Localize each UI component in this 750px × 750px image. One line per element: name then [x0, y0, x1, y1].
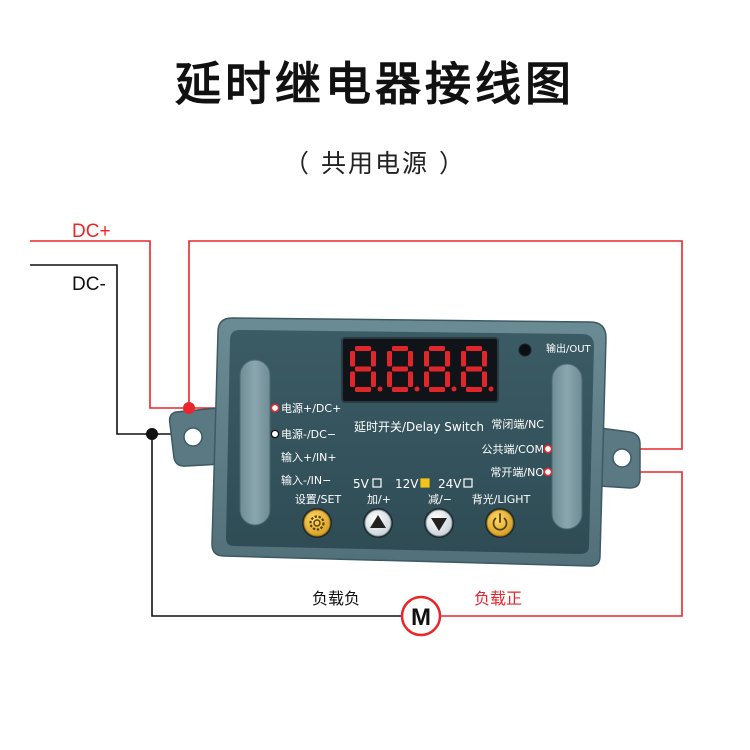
terminal-label-no: 常开端/NO	[490, 466, 544, 479]
voltage-24v-label: 24V	[438, 477, 462, 491]
down-button-label: 减/−	[428, 493, 452, 506]
led-segment	[371, 351, 376, 367]
relay-module: 输出/OUT 延时开关/Delay Switch 电源+/DC+ 电源-/DC−…	[168, 317, 641, 567]
load-positive-label: 负载正	[474, 589, 522, 608]
load-negative-wire	[151, 434, 402, 617]
led-segment	[445, 351, 450, 367]
voltage-selector: 5V 12V 24V	[353, 477, 473, 491]
led-digit	[350, 346, 383, 392]
led-segment	[461, 371, 466, 387]
right-terminals: 常闭端/NC 公共端/COM 常开端/NO	[481, 418, 553, 479]
voltage-5v-label: 5V	[353, 477, 370, 491]
diagram-subtitle: （ 共用电源 ）	[284, 149, 466, 178]
led-segment	[371, 371, 376, 387]
led-segment	[392, 346, 408, 351]
led-segment	[392, 366, 408, 372]
left-terminal-strip	[239, 359, 271, 526]
led-decimal-point	[414, 386, 420, 392]
led-segment	[355, 387, 371, 392]
led-segment	[461, 351, 466, 367]
positive-junction-dot	[183, 402, 195, 414]
left-mount-hole	[183, 427, 203, 447]
terminal-label-com: 公共端/COM	[481, 443, 544, 456]
led-segment	[387, 351, 392, 367]
led-digits	[350, 346, 494, 392]
light-button-label: 背光/LIGHT	[472, 492, 531, 506]
led-digit	[461, 346, 494, 392]
led-segment	[387, 371, 392, 387]
led-segment	[408, 351, 413, 367]
voltage-24v-indicator	[463, 478, 473, 488]
led-segment	[482, 351, 487, 367]
terminal-label-dc-negative: 电源-/DC−	[281, 427, 336, 441]
led-segment	[445, 371, 450, 387]
voltage-12v-indicator	[420, 478, 430, 488]
led-digit	[424, 346, 457, 392]
motor-circle	[400, 595, 442, 637]
set-button[interactable]	[302, 508, 332, 538]
up-button-label: 加/+	[367, 493, 391, 506]
right-mount-hole	[612, 448, 632, 468]
led-segment	[466, 366, 482, 372]
led-display	[341, 337, 499, 403]
motor-load: M	[400, 595, 442, 637]
led-segment	[466, 346, 482, 351]
led-segment	[424, 351, 429, 367]
diagram-title: 延时继电器接线图	[175, 57, 575, 111]
led-segment	[350, 371, 355, 387]
up-button[interactable]	[363, 508, 393, 538]
voltage-5v-indicator	[372, 478, 382, 488]
output-led	[518, 343, 532, 357]
up-arrow-icon	[370, 515, 386, 528]
terminal-label-in-negative: 输入-/IN−	[281, 473, 331, 487]
led-segment	[429, 387, 445, 392]
voltage-12v-label: 12V	[395, 477, 419, 491]
led-segment	[350, 351, 355, 367]
dc-positive-label: DC+	[72, 221, 111, 242]
control-buttons: 设置/SET 加/+ 减/− 背光/LIGHT	[295, 492, 531, 538]
led-segment	[466, 387, 482, 392]
terminal-label-nc: 常闭端/NC	[491, 418, 544, 431]
module-name: 延时开关/Delay Switch	[354, 420, 484, 434]
led-segment	[355, 366, 371, 372]
terminal-no[interactable]	[543, 467, 553, 477]
led-decimal-point	[451, 386, 457, 392]
left-terminals: 电源+/DC+ 电源-/DC− 输入+/IN+ 输入-/IN−	[270, 401, 341, 487]
load-negative-label: 负载负	[312, 589, 360, 608]
motor-symbol: M	[411, 604, 431, 631]
terminal-label-in-positive: 输入+/IN+	[281, 450, 337, 464]
led-segment	[482, 371, 487, 387]
terminal-com[interactable]	[543, 444, 553, 454]
led-segment	[355, 346, 371, 351]
led-decimal-point	[488, 386, 494, 392]
down-button[interactable]	[424, 508, 454, 538]
light-button[interactable]	[485, 508, 515, 538]
terminal-dc-positive[interactable]	[270, 403, 280, 413]
led-segment	[429, 346, 445, 351]
gear-icon	[309, 515, 325, 531]
power-icon	[492, 513, 508, 531]
output-label: 输出/OUT	[546, 342, 592, 355]
dc-negative-label: DC-	[72, 274, 106, 295]
led-decimal-point	[377, 386, 383, 392]
led-segment	[408, 371, 413, 387]
set-button-label: 设置/SET	[295, 493, 342, 506]
down-arrow-icon	[431, 518, 447, 531]
led-digit	[387, 346, 420, 392]
right-terminal-strip	[551, 363, 583, 530]
terminal-label-dc-positive: 电源+/DC+	[281, 401, 341, 415]
led-segment	[429, 366, 445, 372]
negative-junction-dot	[146, 428, 158, 440]
module-panel	[226, 330, 594, 554]
led-segment	[392, 387, 408, 392]
led-segment	[424, 371, 429, 387]
terminal-dc-negative[interactable]	[270, 429, 280, 439]
